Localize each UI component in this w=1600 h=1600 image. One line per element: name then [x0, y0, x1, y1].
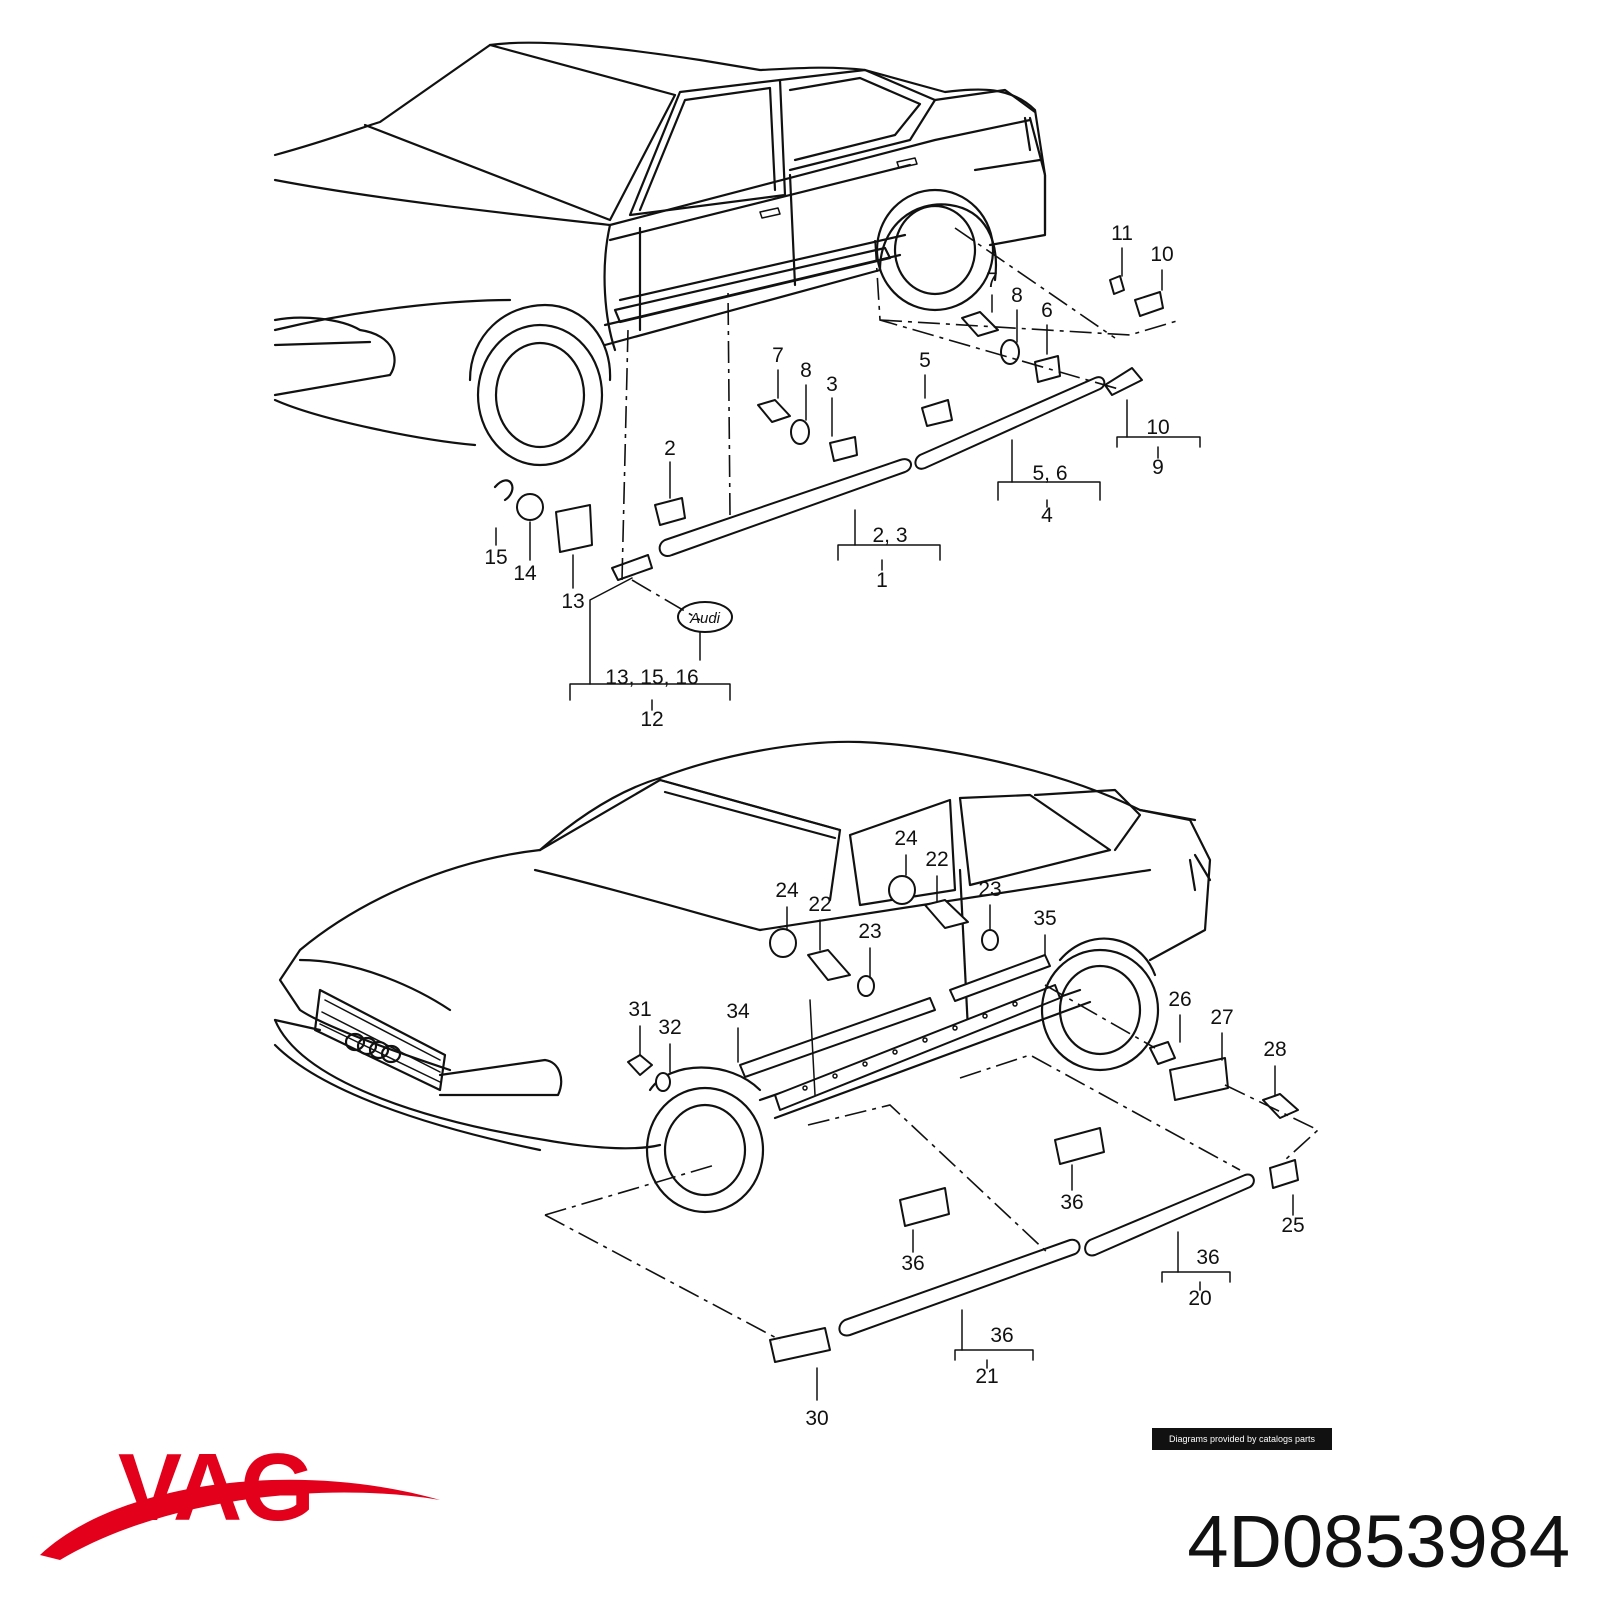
- rear-door-molding: [914, 376, 1106, 470]
- callout-c-21: 21: [975, 1365, 998, 1388]
- bottom-exploded-parts: [627, 875, 1299, 1363]
- callout-c-27: 27: [1210, 1006, 1233, 1029]
- callout-c-26: 26: [1168, 988, 1191, 1011]
- vag-swoosh-icon: [40, 1479, 440, 1560]
- callout-c-24a: 24: [894, 827, 918, 850]
- callout-c-56: 5, 6: [1032, 462, 1067, 485]
- top-leader-lines: [621, 227, 1181, 621]
- callout-c-20: 20: [1188, 1287, 1211, 1310]
- top-bracket-groups: [495, 247, 1201, 711]
- end-cap-30: [769, 1327, 831, 1363]
- credit-banner: Diagrams provided by catalogs parts: [1152, 1428, 1332, 1450]
- sill-panel: [774, 984, 1061, 1111]
- callout-c-11: 11: [1111, 222, 1133, 245]
- callout-c-36d: 36: [990, 1324, 1013, 1347]
- callout-c-30: 30: [805, 1407, 828, 1430]
- callouts-bottom: 24 22 23 35 24 22 23 34 31 32 26 27 28 36 25 36 20 36 36 21…: [628, 827, 1304, 1430]
- callout-c-23: 2, 3: [872, 524, 907, 547]
- callout-c-7b: 7: [772, 344, 784, 367]
- callout-c-5a: 5: [919, 349, 931, 372]
- callout-c-36b: 36: [1196, 1246, 1219, 1269]
- callout-c-23a: 23: [978, 878, 1001, 901]
- callout-c-25: 25: [1281, 1214, 1304, 1237]
- sill-trim-21: [838, 1238, 1081, 1337]
- callout-c-34: 34: [726, 1000, 750, 1023]
- callout-c-131516: 13, 15, 16: [605, 666, 698, 689]
- callout-c-36c: 36: [901, 1252, 924, 1275]
- upper-strip-35: [949, 954, 1051, 1002]
- callout-c-23b: 23: [858, 920, 881, 943]
- callout-c-22b: 22: [808, 893, 831, 916]
- rear-end-cap: [1104, 367, 1143, 396]
- upper-strip-34: [739, 997, 936, 1078]
- callout-c-6a: 6: [1041, 299, 1053, 322]
- callout-c-8a: 8: [1011, 284, 1023, 307]
- callout-c-22a: 22: [925, 848, 948, 871]
- audi-badge-text: Audi: [689, 610, 721, 627]
- callout-c-8b: 8: [800, 359, 812, 382]
- part-number: 4D0853984: [1187, 1500, 1570, 1583]
- top-car-illustration: [273, 41, 1047, 467]
- bottom-car-illustration: [273, 740, 1212, 1214]
- callout-c-13a: 13: [561, 590, 584, 613]
- sill-trim-20: [1084, 1173, 1255, 1257]
- callout-c-14: 14: [513, 562, 537, 585]
- front-end-cap: [611, 554, 653, 581]
- callout-c-4: 4: [1041, 504, 1053, 527]
- callout-c-28: 28: [1263, 1038, 1286, 1061]
- brand-logo-text: VAG: [118, 1434, 315, 1541]
- callout-c-7a: 7: [986, 269, 998, 292]
- callout-c-2a: 2: [664, 437, 676, 460]
- callout-c-1: 1: [876, 569, 888, 592]
- callout-c-10a: 10: [1150, 243, 1173, 266]
- four-rings-logo-icon: [344, 1032, 402, 1064]
- callout-c-15: 15: [484, 546, 507, 569]
- bottom-leader-lines: [544, 984, 1320, 1341]
- callout-c-3a: 3: [826, 373, 838, 396]
- end-cap-25: [1269, 1159, 1299, 1189]
- callout-c-12: 12: [640, 708, 663, 731]
- top-exploded-parts: Audi: [493, 275, 1164, 633]
- callout-c-31: 31: [628, 998, 651, 1021]
- callout-c-36a: 36: [1060, 1191, 1083, 1214]
- callout-c-10b: 10: [1146, 416, 1169, 439]
- bottom-bracket-groups: [639, 854, 1294, 1401]
- front-door-molding: [658, 458, 912, 557]
- callout-c-24b: 24: [775, 879, 799, 902]
- callout-c-32: 32: [658, 1016, 681, 1039]
- callout-c-35: 35: [1033, 907, 1056, 930]
- audi-badge: [677, 601, 733, 633]
- sill-panel-holes: [802, 1001, 1018, 1091]
- callout-c-9: 9: [1152, 456, 1164, 479]
